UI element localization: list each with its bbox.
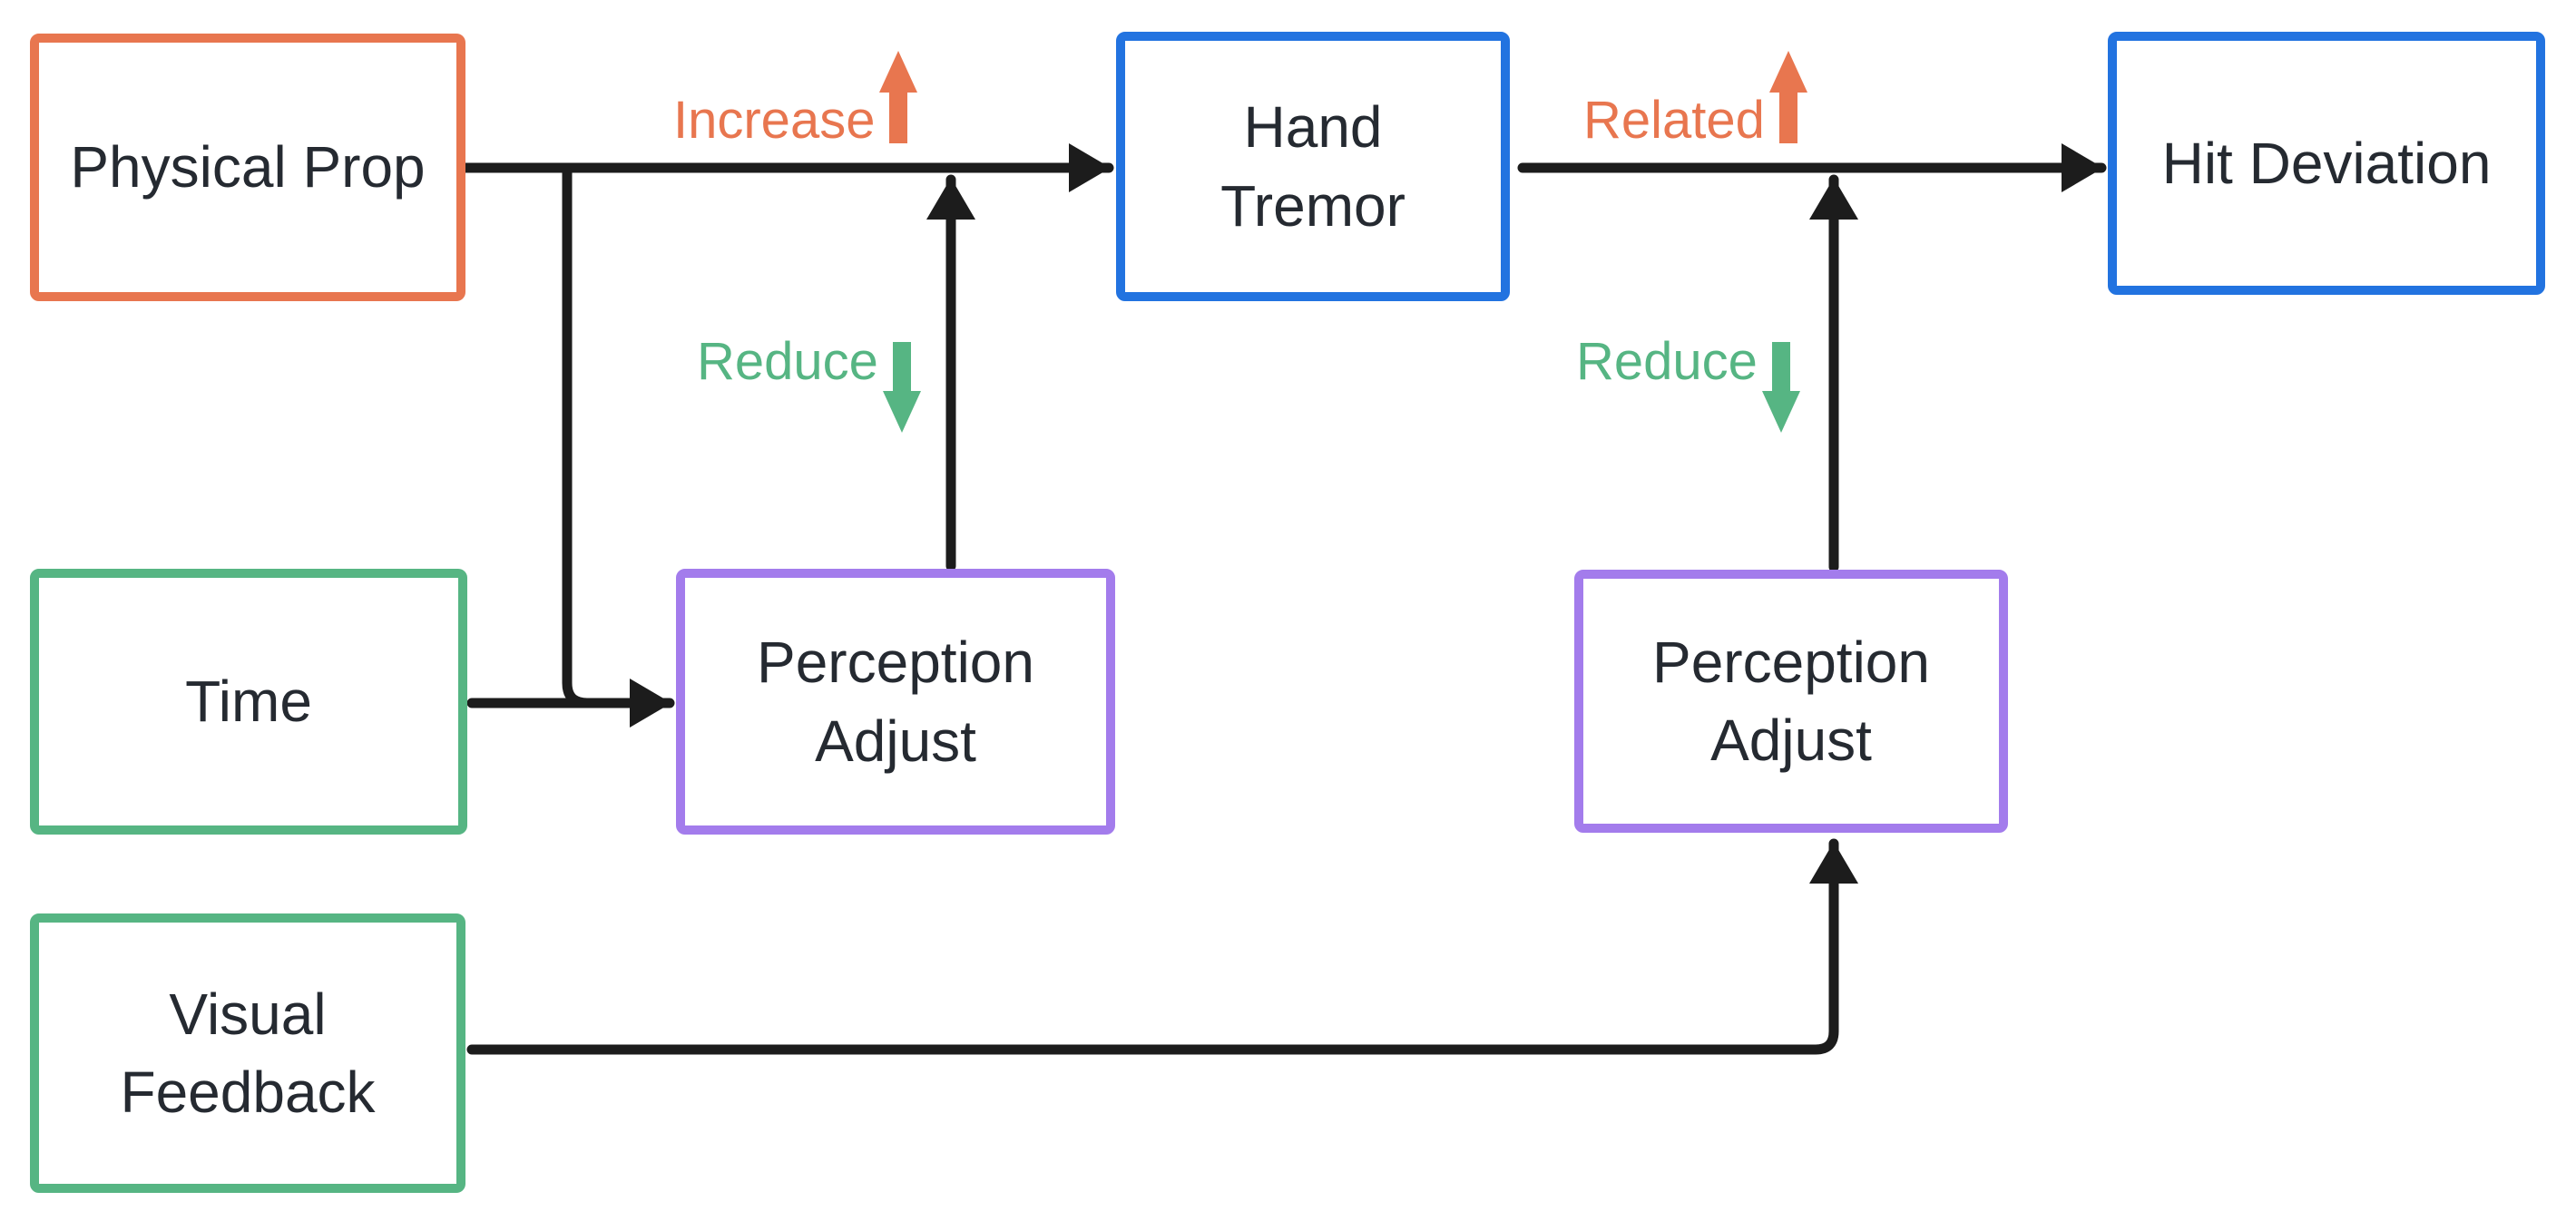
reduce-down-arrow-icon [882, 342, 921, 433]
node-label: Hit Deviation [2161, 130, 2492, 196]
edge-visual-feedback-to-perception-adjust-right [466, 838, 1858, 1055]
edge-label-text: Increase [673, 91, 876, 150]
edge-branch-physical-prop-to-perception-adjust-left [562, 167, 604, 708]
node-perception-adjust-right: Perception Adjust [1574, 570, 2008, 833]
node-label-line: Adjust [1710, 708, 1872, 773]
node-label-line: Feedback [120, 1060, 376, 1125]
node-visual-feedback: Visual Feedback [30, 913, 465, 1193]
node-physical-prop: Physical Prop [30, 34, 465, 301]
node-label-line: Tremor [1220, 172, 1406, 239]
node-time: Time [30, 569, 467, 835]
edge-label-text: Related [1583, 91, 1765, 150]
node-perception-adjust-left: Perception Adjust [676, 569, 1115, 835]
edge-label-reduce-left: Reduce [697, 336, 921, 433]
node-label-line: Visual [169, 981, 327, 1047]
node-label: Time [185, 669, 312, 735]
node-label-line: Perception [1652, 629, 1930, 695]
node-hit-deviation: Hit Deviation [2108, 32, 2545, 295]
edge-label-related: Related [1583, 51, 1807, 147]
reduce-down-arrow-icon [1761, 342, 1800, 433]
edge-label-text: Reduce [697, 332, 878, 391]
node-hand-tremor: Hand Tremor [1116, 32, 1510, 301]
node-label: Physical Prop [70, 134, 426, 200]
increase-up-arrow-icon [879, 51, 918, 143]
edge-label-text: Reduce [1576, 332, 1758, 391]
related-up-arrow-icon [1768, 51, 1807, 143]
node-label-line: Hand [1243, 94, 1383, 161]
edge-label-increase: Increase [673, 51, 918, 147]
node-label-line: Perception [757, 630, 1034, 696]
node-label-line: Adjust [815, 708, 976, 774]
edge-label-reduce-right: Reduce [1576, 336, 1800, 433]
